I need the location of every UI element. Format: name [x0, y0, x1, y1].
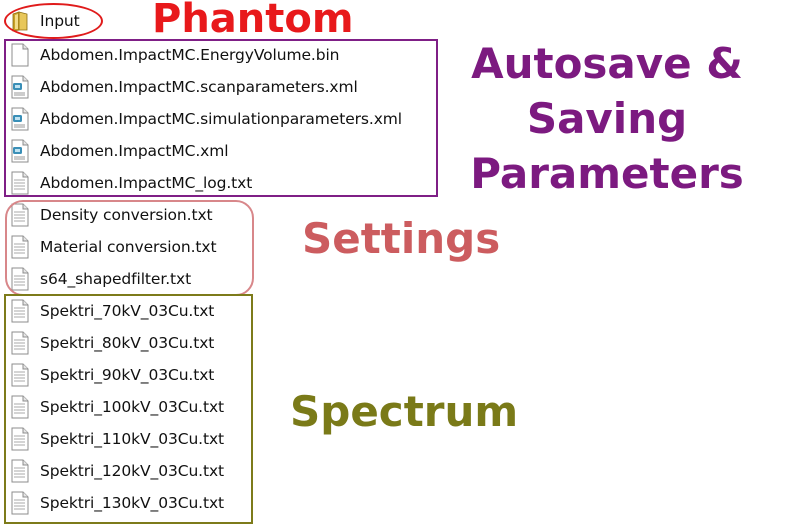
- spectrum-group-box: [4, 294, 253, 524]
- file-name: Spektri_110kV_03Cu.txt: [40, 430, 225, 448]
- file-name: Abdomen.ImpactMC.EnergyVolume.bin: [40, 46, 340, 64]
- file-item[interactable]: Abdomen.ImpactMC.scanparameters.xml: [10, 73, 450, 101]
- file-list: Input Abdomen.ImpactMC.EnergyVolume.bin …: [10, 11, 450, 517]
- file-item[interactable]: Spektri_70kV_03Cu.txt: [10, 297, 450, 325]
- text-document-icon: [10, 427, 30, 451]
- text-document-icon: [10, 459, 30, 483]
- file-name: Abdomen.ImpactMC.simulationparameters.xm…: [40, 110, 402, 128]
- file-item[interactable]: Spektri_130kV_03Cu.txt: [10, 489, 450, 517]
- file-name: Abdomen.ImpactMC_log.txt: [40, 174, 253, 192]
- file-item[interactable]: Spektri_100kV_03Cu.txt: [10, 393, 450, 421]
- text-document-icon: [10, 491, 30, 515]
- file-name: Spektri_80kV_03Cu.txt: [40, 334, 215, 352]
- file-name: Density conversion.txt: [40, 206, 213, 224]
- text-document-icon: [10, 363, 30, 387]
- file-item[interactable]: Abdomen.ImpactMC.EnergyVolume.bin: [10, 41, 450, 69]
- file-name: Abdomen.ImpactMC.xml: [40, 142, 229, 160]
- autosave-label: Autosave & Saving Parameters: [470, 39, 744, 198]
- file-name: s64_shapedfilter.txt: [40, 270, 192, 288]
- text-document-icon: [10, 395, 30, 419]
- file-name: Spektri_130kV_03Cu.txt: [40, 494, 225, 512]
- phantom-label: Phantom: [152, 0, 354, 42]
- autosave-group-box: [4, 39, 438, 197]
- text-document-icon: [10, 235, 30, 259]
- file-item[interactable]: Abdomen.ImpactMC.xml: [10, 137, 450, 165]
- file-item[interactable]: Abdomen.ImpactMC_log.txt: [10, 169, 450, 197]
- file-item[interactable]: Spektri_90kV_03Cu.txt: [10, 361, 450, 389]
- file-name: Spektri_100kV_03Cu.txt: [40, 398, 225, 416]
- file-item[interactable]: Abdomen.ImpactMC.simulationparameters.xm…: [10, 105, 450, 133]
- file-name: Spektri_90kV_03Cu.txt: [40, 366, 215, 384]
- file-item[interactable]: Spektri_80kV_03Cu.txt: [10, 329, 450, 357]
- xml-document-icon: [10, 107, 30, 131]
- spectrum-label: Spectrum: [290, 387, 519, 436]
- file-item[interactable]: Spektri_120kV_03Cu.txt: [10, 457, 450, 485]
- phantom-highlight-ellipse: [4, 3, 103, 39]
- text-document-icon: [10, 331, 30, 355]
- settings-label: Settings: [302, 214, 501, 263]
- file-item[interactable]: Spektri_110kV_03Cu.txt: [10, 425, 450, 453]
- file-item[interactable]: Material conversion.txt: [10, 233, 450, 261]
- text-document-icon: [10, 299, 30, 323]
- file-name: Spektri_120kV_03Cu.txt: [40, 462, 225, 480]
- file-name: Material conversion.txt: [40, 238, 217, 256]
- text-document-icon: [10, 171, 30, 195]
- settings-group-box: [5, 200, 254, 296]
- file-name: Spektri_70kV_03Cu.txt: [40, 302, 215, 320]
- xml-document-icon: [10, 139, 30, 163]
- xml-document-icon: [10, 75, 30, 99]
- file-name: Abdomen.ImpactMC.scanparameters.xml: [40, 78, 358, 96]
- document-icon: [10, 43, 30, 67]
